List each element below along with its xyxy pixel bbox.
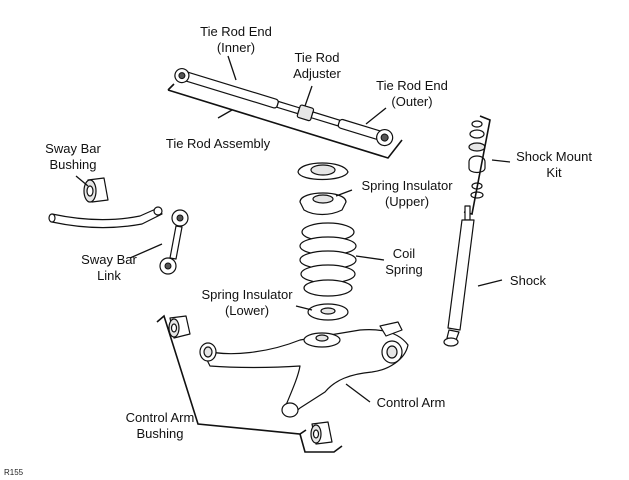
sway-bar-bushing-part	[83, 177, 109, 203]
sway-bar-link-part	[159, 209, 189, 275]
label-spring-insulator-upper: Spring Insulator (Upper)	[361, 178, 453, 209]
label-tie-rod-assembly: Tie Rod Assembly	[165, 136, 271, 151]
label-control-arm-bushing: Control Arm Bushing	[125, 410, 195, 441]
label-shock: Shock	[509, 273, 547, 288]
label-tie-rod-end-outer: Tie Rod End (Outer)	[376, 78, 448, 109]
label-spring-insulator-lower: Spring Insulator (Lower)	[201, 287, 293, 318]
label-sway-bar-bushing: Sway Bar Bushing	[45, 141, 101, 172]
leader-lines	[75, 55, 511, 403]
label-sway-bar-link: Sway Bar Link	[81, 252, 137, 283]
spring-insulator-lower-part	[307, 303, 349, 321]
shock-part	[443, 205, 475, 347]
label-tie-rod-end-inner: Tie Rod End (Inner)	[200, 24, 272, 55]
control-arm-bushing-lower-part	[156, 314, 343, 453]
coil-spring-part	[299, 222, 357, 297]
figure-code: R155	[4, 468, 24, 477]
tie-rod-assembly-part	[167, 67, 403, 159]
label-tie-rod-adjuster: Tie Rod Adjuster	[293, 50, 341, 81]
sway-bar-part	[48, 206, 163, 229]
control-arm-bushing-upper-part	[168, 315, 191, 339]
label-control-arm: Control Arm	[376, 395, 446, 410]
control-arm-part	[199, 321, 409, 418]
spring-insulator-upper-part	[297, 162, 349, 216]
label-coil-spring: Coil Spring	[385, 246, 423, 277]
label-shock-mount-kit: Shock Mount Kit	[516, 149, 592, 180]
shock-mount-kit-part	[463, 115, 491, 215]
